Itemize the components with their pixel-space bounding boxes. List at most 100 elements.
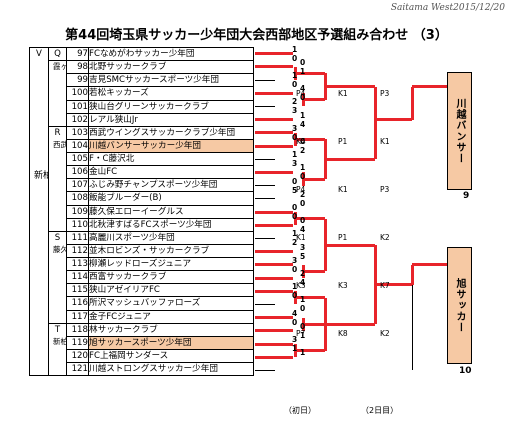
score-label: 0 [292, 132, 298, 142]
bracket-line [303, 98, 325, 102]
bracket-line [411, 284, 413, 371]
match-code: P1 [338, 137, 348, 146]
score-label: 5 [300, 251, 306, 261]
score-label: 0 [300, 137, 306, 146]
round-label-day1: （初日） [284, 406, 316, 415]
site-label: Saitama West2015/12/20 [390, 3, 505, 13]
team-name: 狭山アゼイリアFC [88, 283, 254, 298]
score-label: 4 [300, 84, 306, 94]
finalist-number-1: 9 [463, 191, 470, 201]
bracket-line [325, 85, 375, 89]
bracket-line [325, 243, 375, 247]
score-label: 1 [292, 229, 298, 239]
finalist-box-2: 旭サッカー [447, 247, 472, 364]
bracket-line [255, 210, 293, 214]
team-name: ふじみ野チャンプスポーツ少年団 [88, 178, 254, 193]
team-number: 103 [66, 125, 89, 140]
score-label: 4 [292, 308, 298, 318]
bracket-line [375, 118, 412, 122]
match-code: P7 [296, 329, 306, 338]
bracket-line [295, 71, 325, 75]
team-name: 飯能ブルーダー(B) [88, 191, 254, 206]
match-code: K7 [380, 281, 390, 290]
match-code: P4 [296, 185, 306, 194]
group-label: R西武小学校 [48, 125, 67, 232]
block-label: V新柏原グランドB面 [29, 46, 49, 377]
score-label: 0 [292, 264, 298, 274]
score-label: 0 [300, 304, 306, 314]
team-name: 旭サッカースポーツ少年団 [88, 335, 254, 350]
team-name: 吉見SMCサッカースポーツ少年団 [88, 73, 254, 88]
bracket-line [325, 157, 375, 161]
score-label: 1 [292, 282, 298, 292]
match-code: K2 [380, 329, 390, 338]
score-label: 3 [300, 242, 306, 252]
bracket-line [255, 223, 293, 227]
score-label: 0 [292, 291, 298, 301]
bracket-line [375, 283, 412, 287]
match-code: K1 [296, 233, 306, 242]
score-label: 0 [292, 203, 298, 212]
team-name: 西富サッカークラブ [88, 270, 254, 285]
score-label: 0 [292, 53, 298, 63]
bracket-line [412, 263, 447, 267]
team-name: FCなめがわサッカー少年団 [88, 46, 254, 62]
group-label: S藤久保小学校 [48, 230, 67, 324]
score-label: 1 [300, 110, 306, 120]
score-label: 2 [300, 189, 306, 199]
table-row: 霞ヶ丘町B&G-C98北野サッカークラブ [30, 60, 254, 127]
score-label: 3 [292, 106, 298, 116]
bracket-line [255, 316, 293, 320]
score-label: 2 [300, 269, 306, 278]
table-row: V新柏原グランドB面Q97FCなめがわサッカー少年団 [29, 46, 254, 377]
score-label: 3 [292, 159, 298, 169]
score-label: 0 [300, 216, 306, 226]
score-label: 1 [300, 295, 306, 305]
group-label: T新柏原グランドB面 [48, 322, 67, 377]
team-number: 108 [66, 191, 89, 206]
score-label: 0 [300, 198, 306, 208]
bracket-line [255, 250, 293, 254]
team-name: 川越バンサーサッカー少年団 [88, 138, 254, 154]
page-title: 第44回埼玉県サッカー少年団大会西部地区予選組み合わせ （3） [65, 28, 448, 43]
team-number: 99 [66, 73, 89, 88]
match-code: P1 [338, 233, 348, 242]
team-number: 119 [66, 335, 89, 350]
match-code: P3 [380, 89, 390, 98]
bracket-line [410, 86, 414, 120]
team-number: 113 [66, 256, 89, 272]
bracket-line [255, 144, 293, 148]
team-name: 高麗川スポーツ少年団 [88, 230, 254, 245]
score-label: 1 [292, 150, 298, 160]
bracket-line [255, 52, 293, 56]
team-name: 林サッカークラブ [88, 322, 254, 337]
team-name: レアル狭山Jr [88, 112, 254, 127]
bracket-line [412, 85, 447, 89]
team-name: 北秋津すばるFCスポーツ少年団 [88, 217, 254, 232]
bracket-line [255, 91, 293, 95]
bracket-line [255, 158, 275, 160]
match-code: K3 [296, 281, 306, 290]
bracket-line [295, 296, 325, 300]
finalist-number-2: 10 [459, 366, 472, 376]
score-label: 1 [292, 44, 298, 54]
bracket-line [303, 322, 325, 326]
team-name: 柳瀬レッドローズジュニア [88, 256, 254, 272]
bracket-line [255, 355, 293, 359]
score-label: 0 [292, 317, 298, 327]
team-name: 若松キッカーズ [88, 86, 254, 101]
bracket-line [255, 170, 293, 174]
bracket-line [255, 369, 275, 371]
team-number: 117 [66, 309, 89, 324]
bracket-line [255, 79, 275, 81]
team-number: 116 [66, 296, 89, 311]
score-label: 4 [300, 225, 306, 235]
table-row: R西武小学校103西武ウイングスサッカークラブ少年団 [30, 125, 254, 232]
bracket-line [255, 342, 293, 346]
score-label: 5 [292, 185, 298, 195]
team-number: 107 [66, 178, 89, 193]
score-label: 0 [300, 93, 306, 103]
